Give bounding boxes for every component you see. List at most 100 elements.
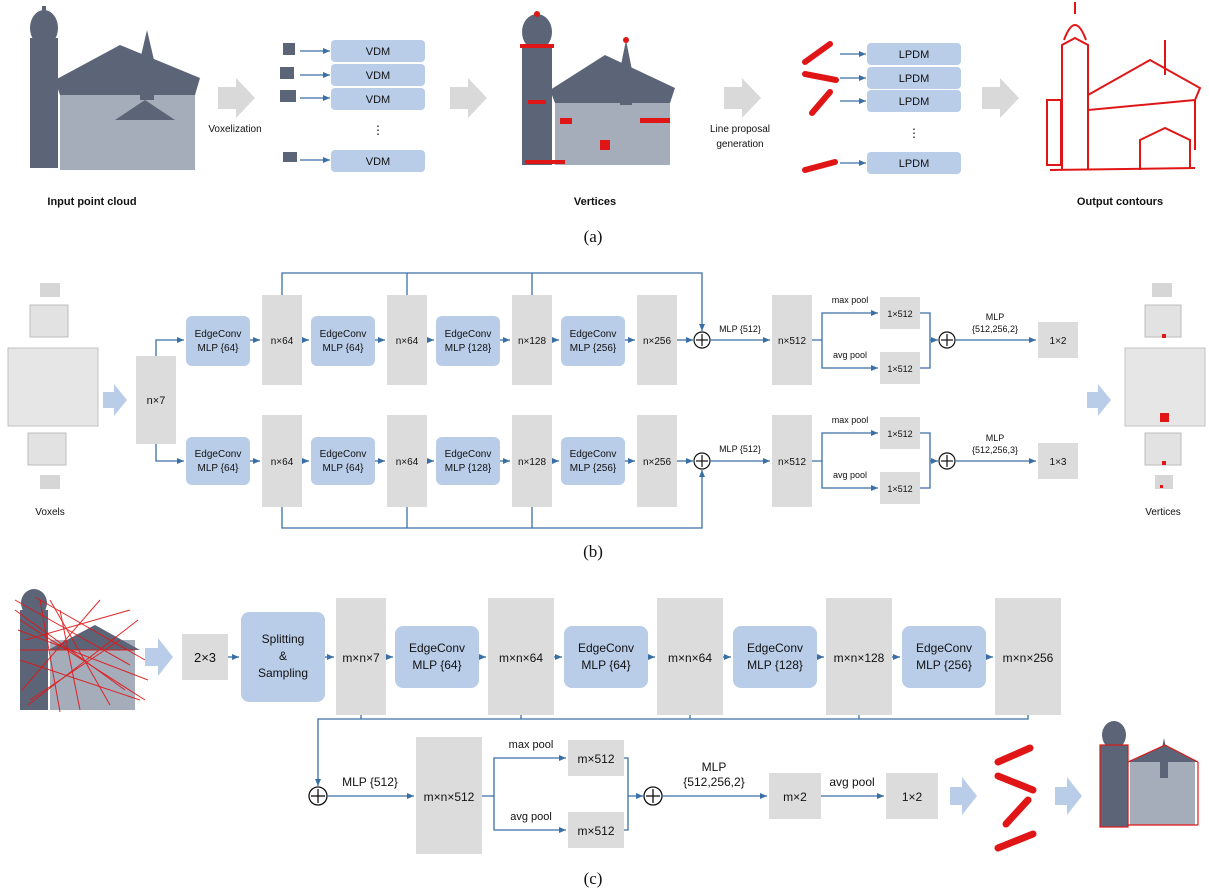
- vdm-label: VDM: [366, 156, 390, 168]
- ellipsis: ⋮: [908, 126, 920, 140]
- feature-label: n×256: [643, 336, 672, 347]
- concat-circle: [939, 453, 955, 469]
- feature-label: n×512: [778, 457, 807, 468]
- edgeconv-block: [436, 316, 500, 366]
- feature-label: m×n×7: [342, 651, 380, 665]
- flow-arrow: [982, 78, 1019, 118]
- feature-label: n×64: [271, 336, 294, 347]
- edgeconv-label: EdgeConv: [445, 329, 492, 340]
- edgeconv-label: EdgeConv: [320, 449, 367, 460]
- feature-label: m×2: [783, 790, 807, 804]
- vdm-label: VDM: [366, 70, 390, 82]
- head-mlp-label: MLP: [702, 760, 727, 774]
- input-point-cloud-image: [30, 6, 200, 170]
- edgeconv-block: [311, 316, 375, 366]
- feature-label: n×128: [518, 457, 547, 468]
- output-label: 1×2: [1050, 336, 1067, 347]
- feature-label: m×n×256: [1003, 651, 1054, 665]
- mlp-label: MLP {64}: [412, 658, 461, 672]
- output-label: 1×3: [1050, 457, 1067, 468]
- avg-pool-label: avg pool: [510, 811, 552, 823]
- line-proposal-label: Line proposal: [710, 124, 770, 135]
- vdm-label: VDM: [366, 94, 390, 106]
- splitting-label: Splitting: [262, 632, 305, 646]
- mlp-512-label: MLP {512}: [342, 775, 398, 789]
- head-dims-label: {512,256,2}: [972, 324, 1018, 334]
- feature-label: m×n×512: [424, 790, 475, 804]
- concat-circle: [939, 332, 955, 348]
- feature-label: n×64: [396, 457, 419, 468]
- input-point-cloud-label: Input point cloud: [47, 196, 136, 208]
- caption-c: (c): [584, 869, 603, 888]
- panel-b: Voxels n×7 EdgeConv MLP {64} n×64 EdgeCo…: [8, 273, 1205, 561]
- mlp-label: MLP {64}: [198, 343, 240, 354]
- mlp-label: MLP {256}: [916, 658, 972, 672]
- feature-label: m×n×64: [499, 651, 543, 665]
- line-proposal-label: generation: [716, 139, 763, 150]
- edgeconv-label: EdgeConv: [195, 449, 242, 460]
- edgeconv-label: EdgeConv: [445, 449, 492, 460]
- caption-b: (b): [583, 542, 603, 561]
- edgeconv-block: [733, 626, 817, 688]
- feature-label: n×64: [271, 457, 294, 468]
- edgeconv-label: EdgeConv: [916, 641, 972, 655]
- edgeconv-label: EdgeConv: [570, 449, 617, 460]
- pool-label: 1×512: [887, 309, 912, 319]
- mlp-label: MLP {64}: [198, 463, 240, 474]
- output-contours-image: [1047, 2, 1200, 170]
- mlp-label: MLP {256}: [570, 463, 617, 474]
- lpdm-stack: LPDM LPDM LPDM LPDM ⋮: [840, 43, 961, 174]
- voxel-thumbnails: [280, 43, 297, 162]
- output-vertices-image: [1125, 283, 1205, 489]
- panel-a: Input point cloud Voxelization VDM VDM V…: [30, 2, 1200, 246]
- concat-circle: [644, 787, 662, 805]
- final-church-image: [1100, 721, 1198, 827]
- flow-arrow: [950, 777, 977, 815]
- edgeconv-block: [561, 316, 625, 366]
- max-pool-label: max pool: [832, 295, 869, 305]
- feature-label: n×64: [396, 336, 419, 347]
- feature-label: n×128: [518, 336, 547, 347]
- splitting-label: &: [279, 649, 287, 663]
- edgeconv-block: [561, 437, 625, 485]
- feature-label: n×256: [643, 457, 672, 468]
- proposal-church-image: [15, 589, 148, 712]
- branch-top: EdgeConv MLP {64} n×64 EdgeConv MLP {64}…: [186, 273, 1078, 385]
- concat-circle: [309, 787, 327, 805]
- output-label: 1×2: [902, 790, 923, 804]
- edgeconv-block: [186, 316, 250, 366]
- edgeconv-block: [186, 437, 250, 485]
- edgeconv-block: [395, 626, 479, 688]
- vertices-output-label: Vertices: [1145, 507, 1181, 518]
- mlp-label: MLP {64}: [581, 658, 630, 672]
- edgeconv-block: [564, 626, 648, 688]
- selected-lines: [998, 748, 1033, 848]
- lpdm-label: LPDM: [899, 158, 930, 170]
- splitting-label: Sampling: [258, 666, 308, 680]
- mlp-512-label: MLP {512}: [719, 444, 761, 454]
- flow-arrow: [103, 384, 127, 416]
- caption-a: (a): [584, 227, 603, 246]
- voxels-label: Voxels: [35, 507, 64, 518]
- mlp-label: MLP {256}: [570, 343, 617, 354]
- head-dims-label: {512,256,3}: [972, 445, 1018, 455]
- edgeconv-label: EdgeConv: [409, 641, 465, 655]
- head-dims-label: {512,256,2}: [683, 775, 744, 789]
- mlp-label: MLP {64}: [323, 463, 365, 474]
- lpdm-label: LPDM: [899, 73, 930, 85]
- flow-arrow: [1055, 777, 1082, 815]
- avg-pool-label: avg pool: [829, 775, 874, 789]
- vertices-label: Vertices: [574, 196, 616, 208]
- mlp-label: MLP {64}: [323, 343, 365, 354]
- mlp-label: MLP {128}: [747, 658, 803, 672]
- voxels-image: [8, 283, 98, 489]
- pool-label: m×512: [577, 824, 614, 838]
- feature-label: n×7: [147, 395, 166, 407]
- line-proposals: [805, 44, 836, 170]
- mlp-512-label: MLP {512}: [719, 324, 761, 334]
- head-mlp-label: MLP: [986, 312, 1005, 322]
- edgeconv-label: EdgeConv: [320, 329, 367, 340]
- pool-label: 1×512: [887, 429, 912, 439]
- feature-label: m×n×128: [834, 651, 885, 665]
